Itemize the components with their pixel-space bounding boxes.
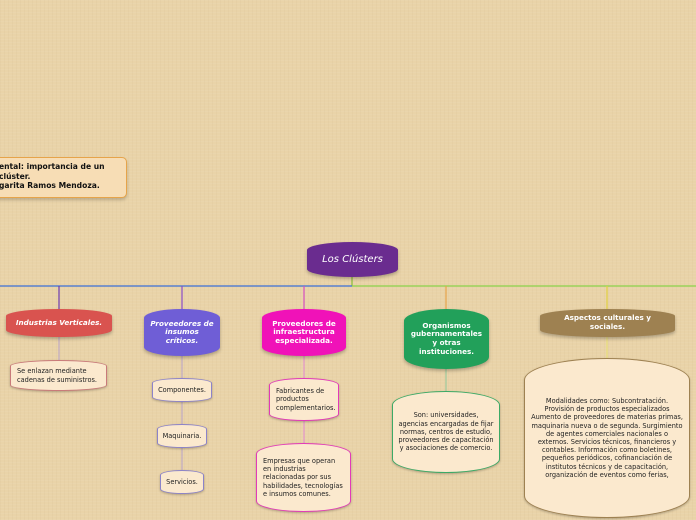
category-label: Organismos gubernamentales y otras insti…: [410, 320, 483, 356]
category-proveedores-infraestructura[interactable]: Proveedores de infraestructura especiali…: [262, 309, 346, 356]
root-label: Los Clústers: [322, 254, 383, 265]
leaf-text: Fabricantes de productos complementarios…: [276, 387, 336, 412]
category-label: Aspectos culturales y sociales.: [564, 313, 651, 331]
category-proveedores-insumos[interactable]: Proveedores de insumos críticos.: [144, 309, 220, 356]
leaf-empresas[interactable]: Empresas que operan en industrias relaci…: [256, 443, 351, 512]
title-line-3: garita Ramos Mendoza.: [0, 181, 100, 191]
leaf-modalidades[interactable]: Modalidades como: Subcontratación. Provi…: [524, 358, 690, 518]
leaf-text: Empresas que operan en industrias relaci…: [263, 456, 343, 498]
root-node[interactable]: Los Clústers: [307, 242, 398, 277]
leaf-text: Maquinaria.: [162, 431, 202, 440]
title-line-1: ental: importancia de un: [0, 162, 105, 171]
leaf-servicios[interactable]: Servicios.: [160, 470, 204, 494]
category-organismos[interactable]: Organismos gubernamentales y otras insti…: [404, 309, 489, 369]
leaf-universidades[interactable]: Son: universidades, agencias encargadas …: [392, 391, 500, 473]
leaf-text: Modalidades como: Subcontratación. Provi…: [531, 396, 683, 479]
leaf-componentes[interactable]: Componentes.: [152, 378, 212, 402]
title-box[interactable]: ental: importancia de un clúster. garita…: [0, 157, 127, 198]
category-aspectos-culturales[interactable]: Aspectos culturales y sociales.: [540, 309, 675, 337]
leaf-maquinaria[interactable]: Maquinaria.: [157, 424, 207, 448]
category-label: Proveedores de infraestructura especiali…: [272, 318, 336, 345]
category-industrias-verticales[interactable]: Industrias Verticales.: [6, 309, 112, 337]
leaf-cadenas[interactable]: Se enlazan mediante cadenas de suministr…: [10, 360, 107, 391]
category-label: Proveedores de insumos críticos.: [150, 318, 214, 345]
leaf-text: Se enlazan mediante cadenas de suministr…: [17, 367, 98, 384]
leaf-text: Son: universidades, agencias encargadas …: [398, 411, 494, 453]
leaf-fabricantes[interactable]: Fabricantes de productos complementarios…: [269, 378, 339, 421]
title-line-2: clúster.: [0, 171, 31, 181]
leaf-text: Componentes.: [158, 385, 206, 394]
leaf-text: Servicios.: [166, 477, 198, 486]
category-label: Industrias Verticales.: [15, 317, 103, 327]
